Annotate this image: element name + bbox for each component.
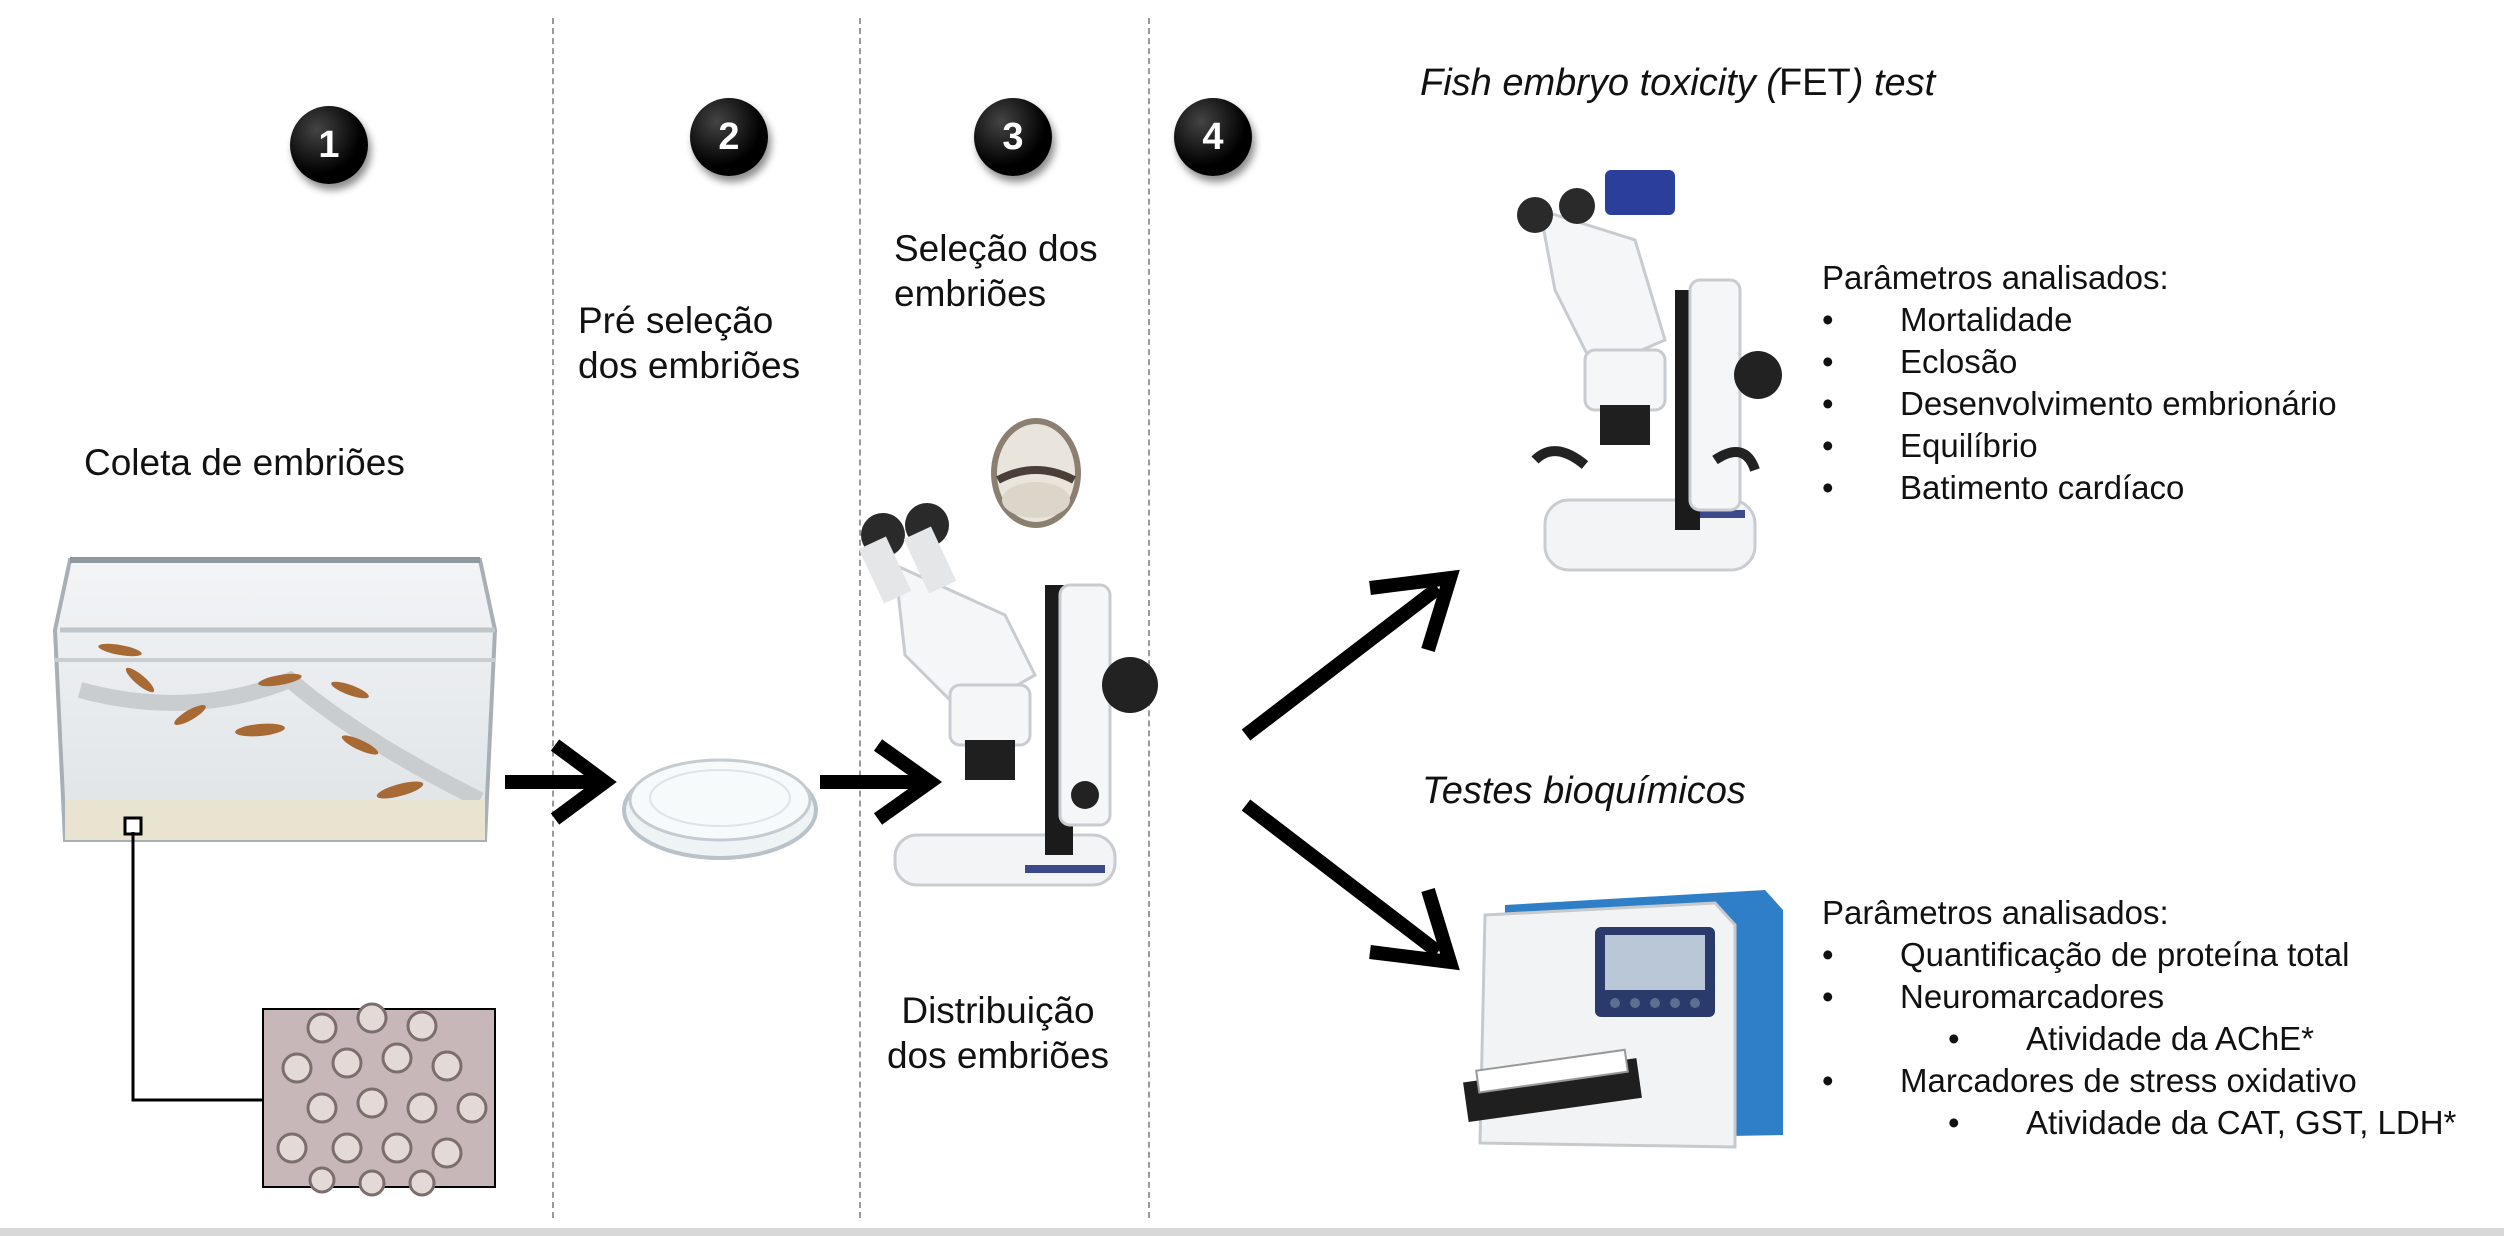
step-1-label: Coleta de embriões bbox=[84, 442, 405, 483]
step-2-badge: 2 bbox=[690, 98, 768, 176]
divider-1 bbox=[552, 18, 554, 1218]
arrow-to-petri bbox=[505, 739, 617, 825]
divider-2 bbox=[859, 18, 861, 1218]
biochem-param-subitem: Atividade da CAT, GST, LDH* bbox=[1822, 1102, 2456, 1144]
biochem-param-item: Marcadores de stress oxidativo bbox=[1822, 1060, 2456, 1102]
fet-param-item: Desenvolvimento embrionário bbox=[1822, 383, 2337, 425]
step-1-badge: 1 bbox=[290, 106, 368, 184]
biochem-params: Parâmetros analisados: Quantificação de … bbox=[1822, 892, 2456, 1144]
divider-3 bbox=[1148, 18, 1150, 1218]
fet-param-item: Mortalidade bbox=[1822, 299, 2337, 341]
step-3-label-bottom: Distribuição dos embriões bbox=[886, 990, 1110, 1076]
fet-param-item: Batimento cardíaco bbox=[1822, 467, 2337, 509]
fet-param-item: Equilíbrio bbox=[1822, 425, 2337, 467]
fish-tank-image bbox=[52, 557, 498, 842]
single-embryo-image bbox=[991, 418, 1081, 528]
fet-params-title: Parâmetros analisados: bbox=[1822, 259, 2169, 296]
fet-microscope-image bbox=[1517, 170, 1782, 572]
step-3-label-top: Seleção dos embriões bbox=[894, 228, 1098, 314]
biochem-params-title: Parâmetros analisados: bbox=[1822, 894, 2169, 931]
fet-heading: Fish embryo toxicity (FET) test bbox=[1420, 62, 1936, 104]
step-4-badge: 4 bbox=[1174, 98, 1252, 176]
bottom-bar bbox=[0, 1228, 2504, 1236]
stereo-microscope-image bbox=[858, 503, 1158, 887]
biochem-param-item: Neuromarcadores bbox=[1822, 976, 2456, 1018]
biochem-heading: Testes bioquímicos bbox=[1422, 770, 1746, 812]
petri-dish-image bbox=[622, 758, 818, 860]
zoom-connector bbox=[131, 832, 265, 1102]
step-2-label: Pré seleção dos embriões bbox=[578, 300, 801, 386]
fet-params: Parâmetros analisados: Mortalidade Eclos… bbox=[1822, 257, 2337, 509]
diverging-arrows bbox=[1241, 569, 1460, 971]
step-3-badge: 3 bbox=[974, 98, 1052, 176]
embryo-micrograph bbox=[262, 1002, 496, 1197]
arrow-to-microscope bbox=[820, 739, 943, 825]
plate-reader-image bbox=[1463, 890, 1783, 1149]
fet-param-item: Eclosão bbox=[1822, 341, 2337, 383]
biochem-param-item: Quantificação de proteína total bbox=[1822, 934, 2456, 976]
biochem-param-subitem: Atividade da AChE* bbox=[1822, 1018, 2456, 1060]
